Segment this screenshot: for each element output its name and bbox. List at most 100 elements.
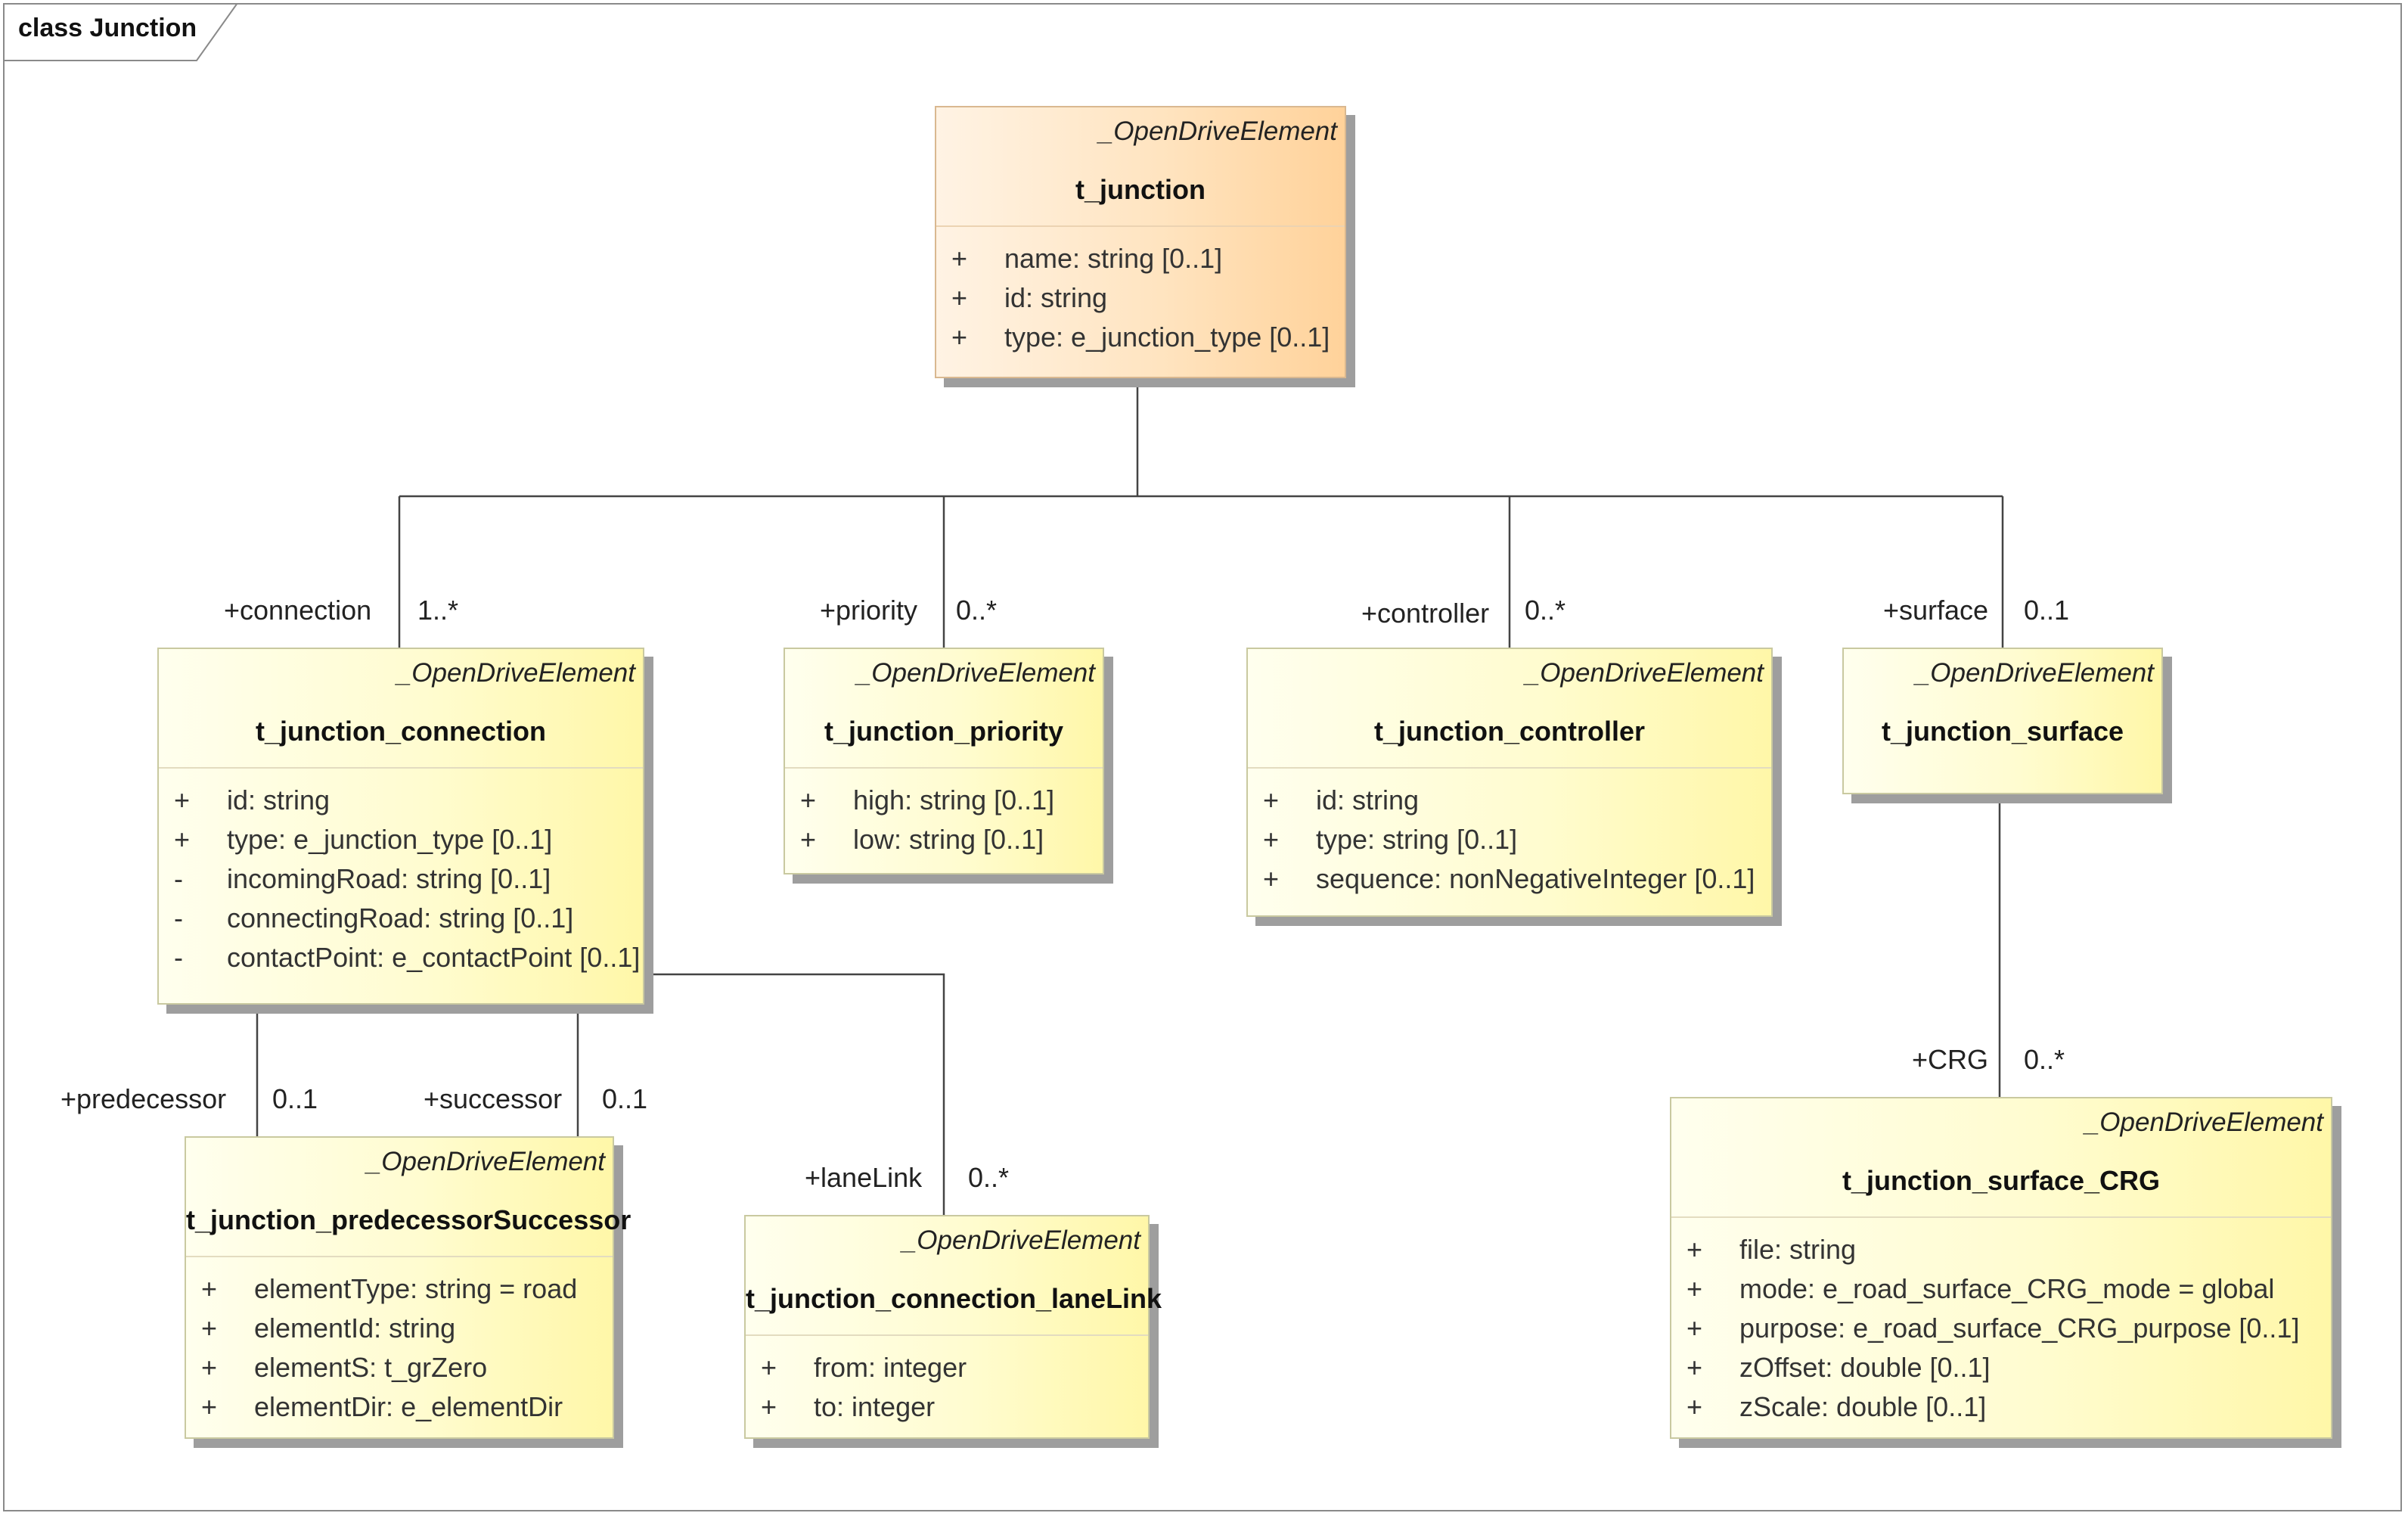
stereotype-label: _OpenDriveElement [901, 1226, 1140, 1255]
class-t-junction-surface-crg[interactable]: _OpenDriveElement t_junction_surface_CRG… [1670, 1097, 2332, 1439]
attribute-row: - incomingRoad: string [0..1] [174, 859, 640, 899]
stereotype-label: _OpenDriveElement [1915, 658, 2154, 688]
attribute-row: + zScale: double [0..1] [1687, 1387, 2299, 1427]
attribute-list: + file: string + mode: e_road_surface_CRG_m… [1687, 1230, 2299, 1427]
role-surface: +surface [1883, 595, 1989, 626]
class-name: t_junction_controller [1373, 716, 1646, 747]
visibility-marker: + [1263, 863, 1280, 894]
compartment-divider [159, 767, 643, 769]
attribute-row: + elementId: string [201, 1309, 577, 1348]
compartment-divider [785, 767, 1103, 769]
attribute-text: low: string [0..1] [853, 824, 1044, 855]
class-name: t_junction_connection_laneLink [746, 1283, 1162, 1314]
role-successor: +successor [424, 1083, 563, 1114]
attribute-row: +from: integer [761, 1348, 967, 1387]
attribute-list: +name: string [0..1]+id: string+type: e_… [951, 239, 1330, 357]
class-name: t_junction_predecessorSuccessor [186, 1204, 631, 1235]
class-t-junction-connection-lanelink[interactable]: _OpenDriveElement t_junction_connection_… [744, 1215, 1162, 1439]
role-connection: +connection [224, 595, 372, 626]
mult-connection: 1..* [417, 595, 459, 626]
attribute-text: type: string [0..1] [1316, 824, 1518, 855]
attribute-text: id: string [1316, 784, 1420, 815]
attribute-row: + sequence: nonNegativeInteger [0..1] [1263, 859, 1755, 899]
class-name: t_junction_surface [1881, 716, 2124, 747]
class-name: t_junction_surface_CRG [1842, 1165, 2161, 1196]
class-name: t_junction [1075, 174, 1206, 205]
visibility-marker: + [1687, 1273, 1703, 1304]
attribute-row: +type: e_junction_type [0..1] [174, 820, 640, 859]
attribute-text: high: string [0..1] [853, 784, 1055, 815]
attribute-text: zOffset: double [0..1] [1739, 1352, 1991, 1383]
attribute-text: incomingRoad: string [0..1] [227, 863, 551, 894]
mult-predecessor: 0..1 [272, 1083, 318, 1114]
visibility-marker: - [174, 863, 183, 894]
attribute-text: elementId: string [254, 1313, 456, 1344]
visibility-marker: + [1687, 1391, 1703, 1422]
compartment-divider [1671, 1216, 2331, 1218]
attribute-row: -contactPoint: e_contactPoint [0..1] [174, 938, 640, 977]
attribute-row: +elementDir: e_elementDir [201, 1387, 577, 1427]
visibility-marker: + [951, 243, 968, 274]
visibility-marker: + [201, 1273, 218, 1304]
attribute-list: + elementType: string = road + elementId: s… [201, 1269, 577, 1427]
role-controller: +controller [1361, 598, 1490, 629]
attribute-row: + zOffset: double [0..1] [1687, 1348, 2299, 1387]
attribute-row: +high: string [0..1] [800, 781, 1054, 820]
stereotype-label: _OpenDriveElement [1525, 658, 1764, 688]
class-name: t_junction_connection [255, 716, 546, 747]
attribute-row: + mode: e_road_surface_CRG_mode = global [1687, 1269, 2299, 1309]
attribute-text: elementType: string = road [254, 1273, 578, 1304]
attribute-text: type: e_junction_type [0..1] [1004, 322, 1330, 353]
attribute-list: +from: integer + to: integer [761, 1348, 967, 1427]
visibility-marker: + [1687, 1352, 1703, 1383]
attribute-text: from: integer [814, 1352, 967, 1383]
mult-successor: 0..1 [602, 1083, 648, 1114]
visibility-marker: + [761, 1391, 777, 1422]
edge-lanelink [644, 973, 945, 1215]
attribute-list: + id: string + type: string [0..1] + sequence… [1263, 781, 1755, 899]
mult-crg: 0..* [2024, 1044, 2065, 1075]
stereotype-label: _OpenDriveElement [1098, 116, 1337, 146]
attribute-row: + type: string [0..1] [1263, 820, 1755, 859]
attribute-row: +name: string [0..1] [951, 239, 1330, 278]
attribute-text: contactPoint: e_contactPoint [0..1] [227, 942, 641, 973]
attribute-text: id: string [227, 784, 330, 815]
attribute-text: purpose: e_road_surface_CRG_purpose [0..… [1739, 1313, 2300, 1344]
class-t-junction[interactable]: _OpenDriveElement t_junction +name: stri… [935, 106, 1346, 378]
compartment-divider [746, 1334, 1148, 1336]
visibility-marker: + [201, 1313, 218, 1344]
attribute-text: file: string [1739, 1234, 1857, 1265]
visibility-marker: + [1263, 784, 1280, 815]
attribute-row: + to: integer [761, 1387, 967, 1427]
attribute-text: type: e_junction_type [0..1] [227, 824, 553, 855]
attribute-text: mode: e_road_surface_CRG_mode = global [1739, 1273, 2275, 1304]
attribute-row: + elementS: t_grZero [201, 1348, 577, 1387]
class-t-junction-controller[interactable]: _OpenDriveElement t_junction_controller … [1246, 648, 1773, 917]
visibility-marker: + [1263, 824, 1280, 855]
mult-controller: 0..* [1525, 595, 1566, 626]
role-crg: +CRG [1912, 1044, 1989, 1075]
stereotype-label: _OpenDriveElement [366, 1147, 605, 1176]
role-lanelink: +laneLink [805, 1162, 923, 1193]
class-t-junction-priority[interactable]: _OpenDriveElement t_junction_priority +h… [784, 648, 1104, 874]
attribute-text: id: string [1004, 282, 1108, 313]
class-t-junction-surface[interactable]: _OpenDriveElement t_junction_surface [1842, 648, 2163, 794]
stereotype-label: _OpenDriveElement [396, 658, 635, 688]
visibility-marker: + [951, 282, 968, 313]
attribute-row: + id: string [951, 278, 1330, 318]
compartment-divider [186, 1256, 613, 1257]
class-name: t_junction_priority [824, 716, 1064, 747]
attribute-text: sequence: nonNegativeInteger [0..1] [1316, 863, 1755, 894]
role-priority: +priority [820, 595, 918, 626]
attribute-text: zScale: double [0..1] [1739, 1391, 1987, 1422]
attribute-text: to: integer [814, 1391, 936, 1422]
role-predecessor: +predecessor [61, 1083, 227, 1114]
visibility-marker: + [201, 1352, 218, 1383]
visibility-marker: - [174, 902, 183, 934]
class-t-junction-predecessor-successor[interactable]: _OpenDriveElement t_junction_predecessor… [185, 1136, 631, 1439]
diagram-frame [3, 3, 2402, 1511]
attribute-text: elementS: t_grZero [254, 1352, 488, 1383]
class-t-junction-connection[interactable]: _OpenDriveElement t_junction_connection … [157, 648, 644, 1005]
attribute-list: +high: string [0..1]+low: string [0..1] [800, 781, 1054, 859]
